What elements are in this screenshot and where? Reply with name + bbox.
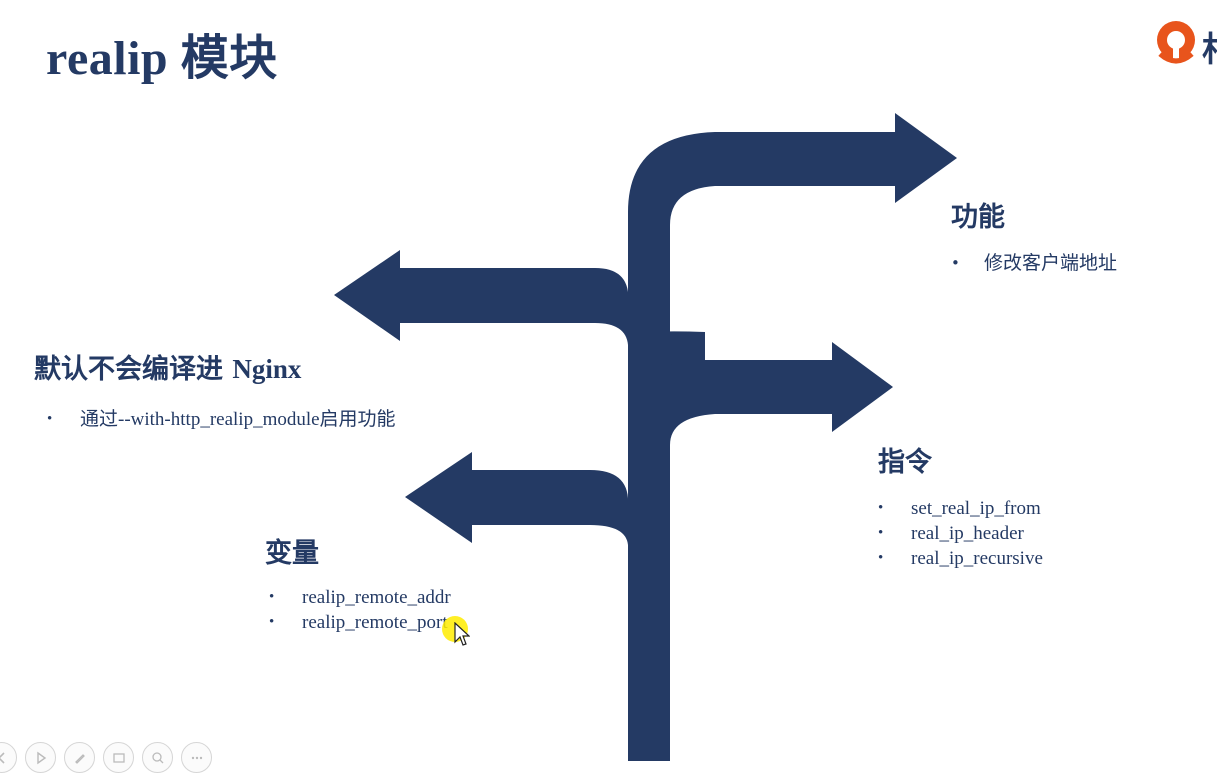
list-item: 通过--with-http_realip_module启用功能 (47, 407, 396, 432)
logo-icon (1157, 21, 1195, 64)
section-directives: 指令 set_real_ip_from real_ip_header real_… (878, 440, 1043, 571)
default-heading-latin: Nginx (232, 354, 302, 384)
directives-heading: 指令 (878, 447, 932, 478)
default-heading-cjk: 默认不会编译进 (34, 354, 223, 385)
prev-slide-button[interactable] (0, 742, 17, 773)
function-heading: 功能 (951, 202, 1005, 233)
slides-button[interactable] (103, 742, 134, 773)
section-variables: 变量 realip_remote_addr realip_remote_port (265, 531, 451, 635)
logo-text: 相 (1202, 22, 1217, 70)
play-icon (36, 751, 46, 764)
default-heading: 默认不会编译进 Nginx (34, 347, 396, 386)
zoom-button[interactable] (142, 742, 173, 773)
play-button[interactable] (25, 742, 56, 773)
section-function: 功能 修改客户端地址 (951, 195, 1117, 276)
zoom-icon (151, 751, 163, 763)
mouse-pointer-icon (454, 622, 470, 646)
more-button[interactable] (181, 742, 212, 773)
pen-tool-button[interactable] (64, 742, 95, 773)
list-item: set_real_ip_from (878, 496, 1043, 521)
arrow-function (628, 113, 957, 335)
list-item: realip_remote_addr (269, 585, 451, 610)
function-list: 修改客户端地址 (951, 251, 1117, 276)
brand-logo: 相 (1152, 16, 1217, 70)
variables-list: realip_remote_addr realip_remote_port (269, 585, 451, 635)
slides-icon (112, 752, 125, 763)
list-item: real_ip_header (878, 521, 1043, 546)
default-list: 通过--with-http_realip_module启用功能 (47, 407, 396, 432)
arrow-default (334, 250, 629, 345)
pen-icon (74, 753, 85, 764)
arrow-variables (405, 452, 629, 545)
list-item: realip_remote_port (269, 610, 451, 635)
signpost-trunk (628, 331, 705, 761)
section-default: 默认不会编译进 Nginx 通过--with-http_realip_modul… (34, 347, 396, 432)
list-item: real_ip_recursive (878, 546, 1043, 571)
page-title: realip 模块 (46, 18, 278, 88)
more-icon (191, 756, 202, 759)
title-latin: realip (46, 32, 169, 85)
presentation-controls (0, 742, 212, 773)
list-item: 修改客户端地址 (951, 251, 1117, 276)
variables-heading: 变量 (265, 538, 319, 569)
prev-icon (0, 751, 5, 764)
title-cjk: 模块 (180, 30, 278, 86)
directives-list: set_real_ip_from real_ip_header real_ip_… (878, 496, 1043, 571)
arrow-directives (670, 342, 893, 445)
